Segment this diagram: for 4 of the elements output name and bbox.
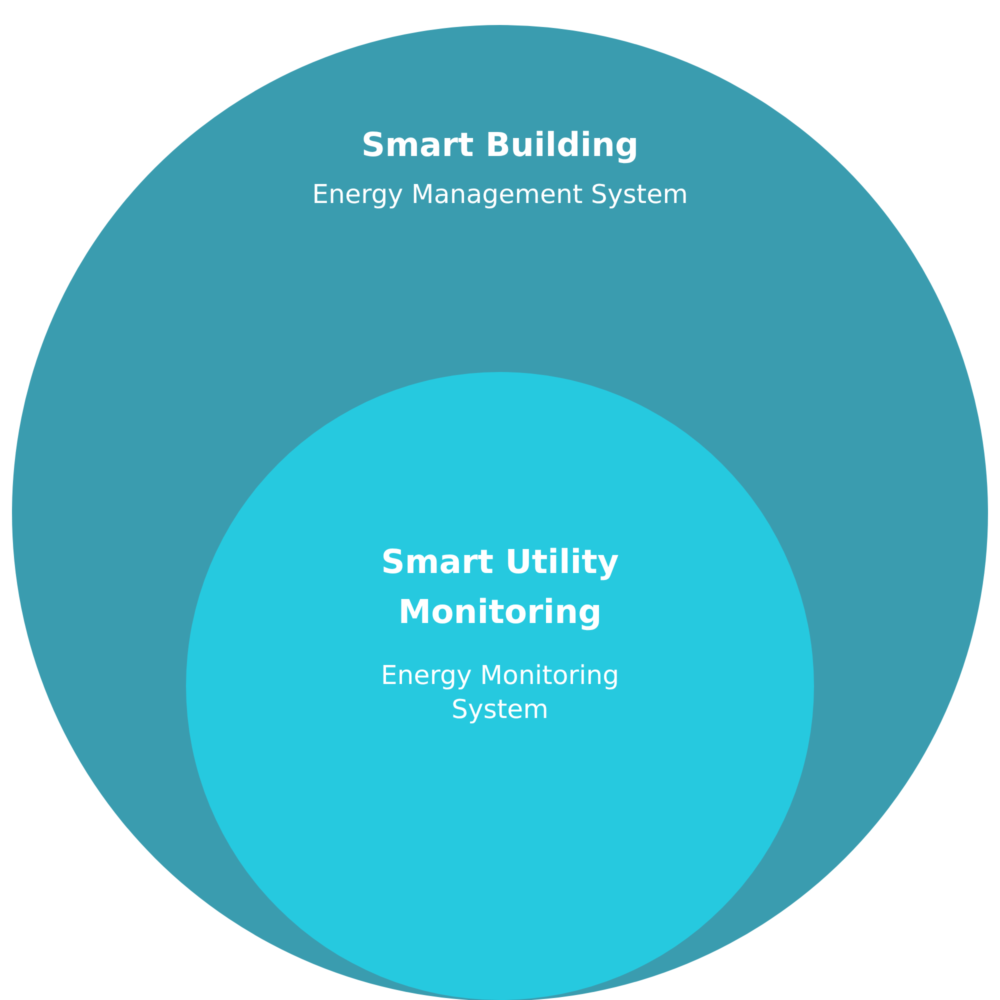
circle-title: Smart Utility Monitoring — [380, 541, 620, 633]
circle-subtitle: Energy Monitoring System — [380, 660, 620, 727]
circle-subtitle: Energy Management System — [312, 179, 688, 212]
circle-title: Smart Building — [361, 124, 639, 166]
